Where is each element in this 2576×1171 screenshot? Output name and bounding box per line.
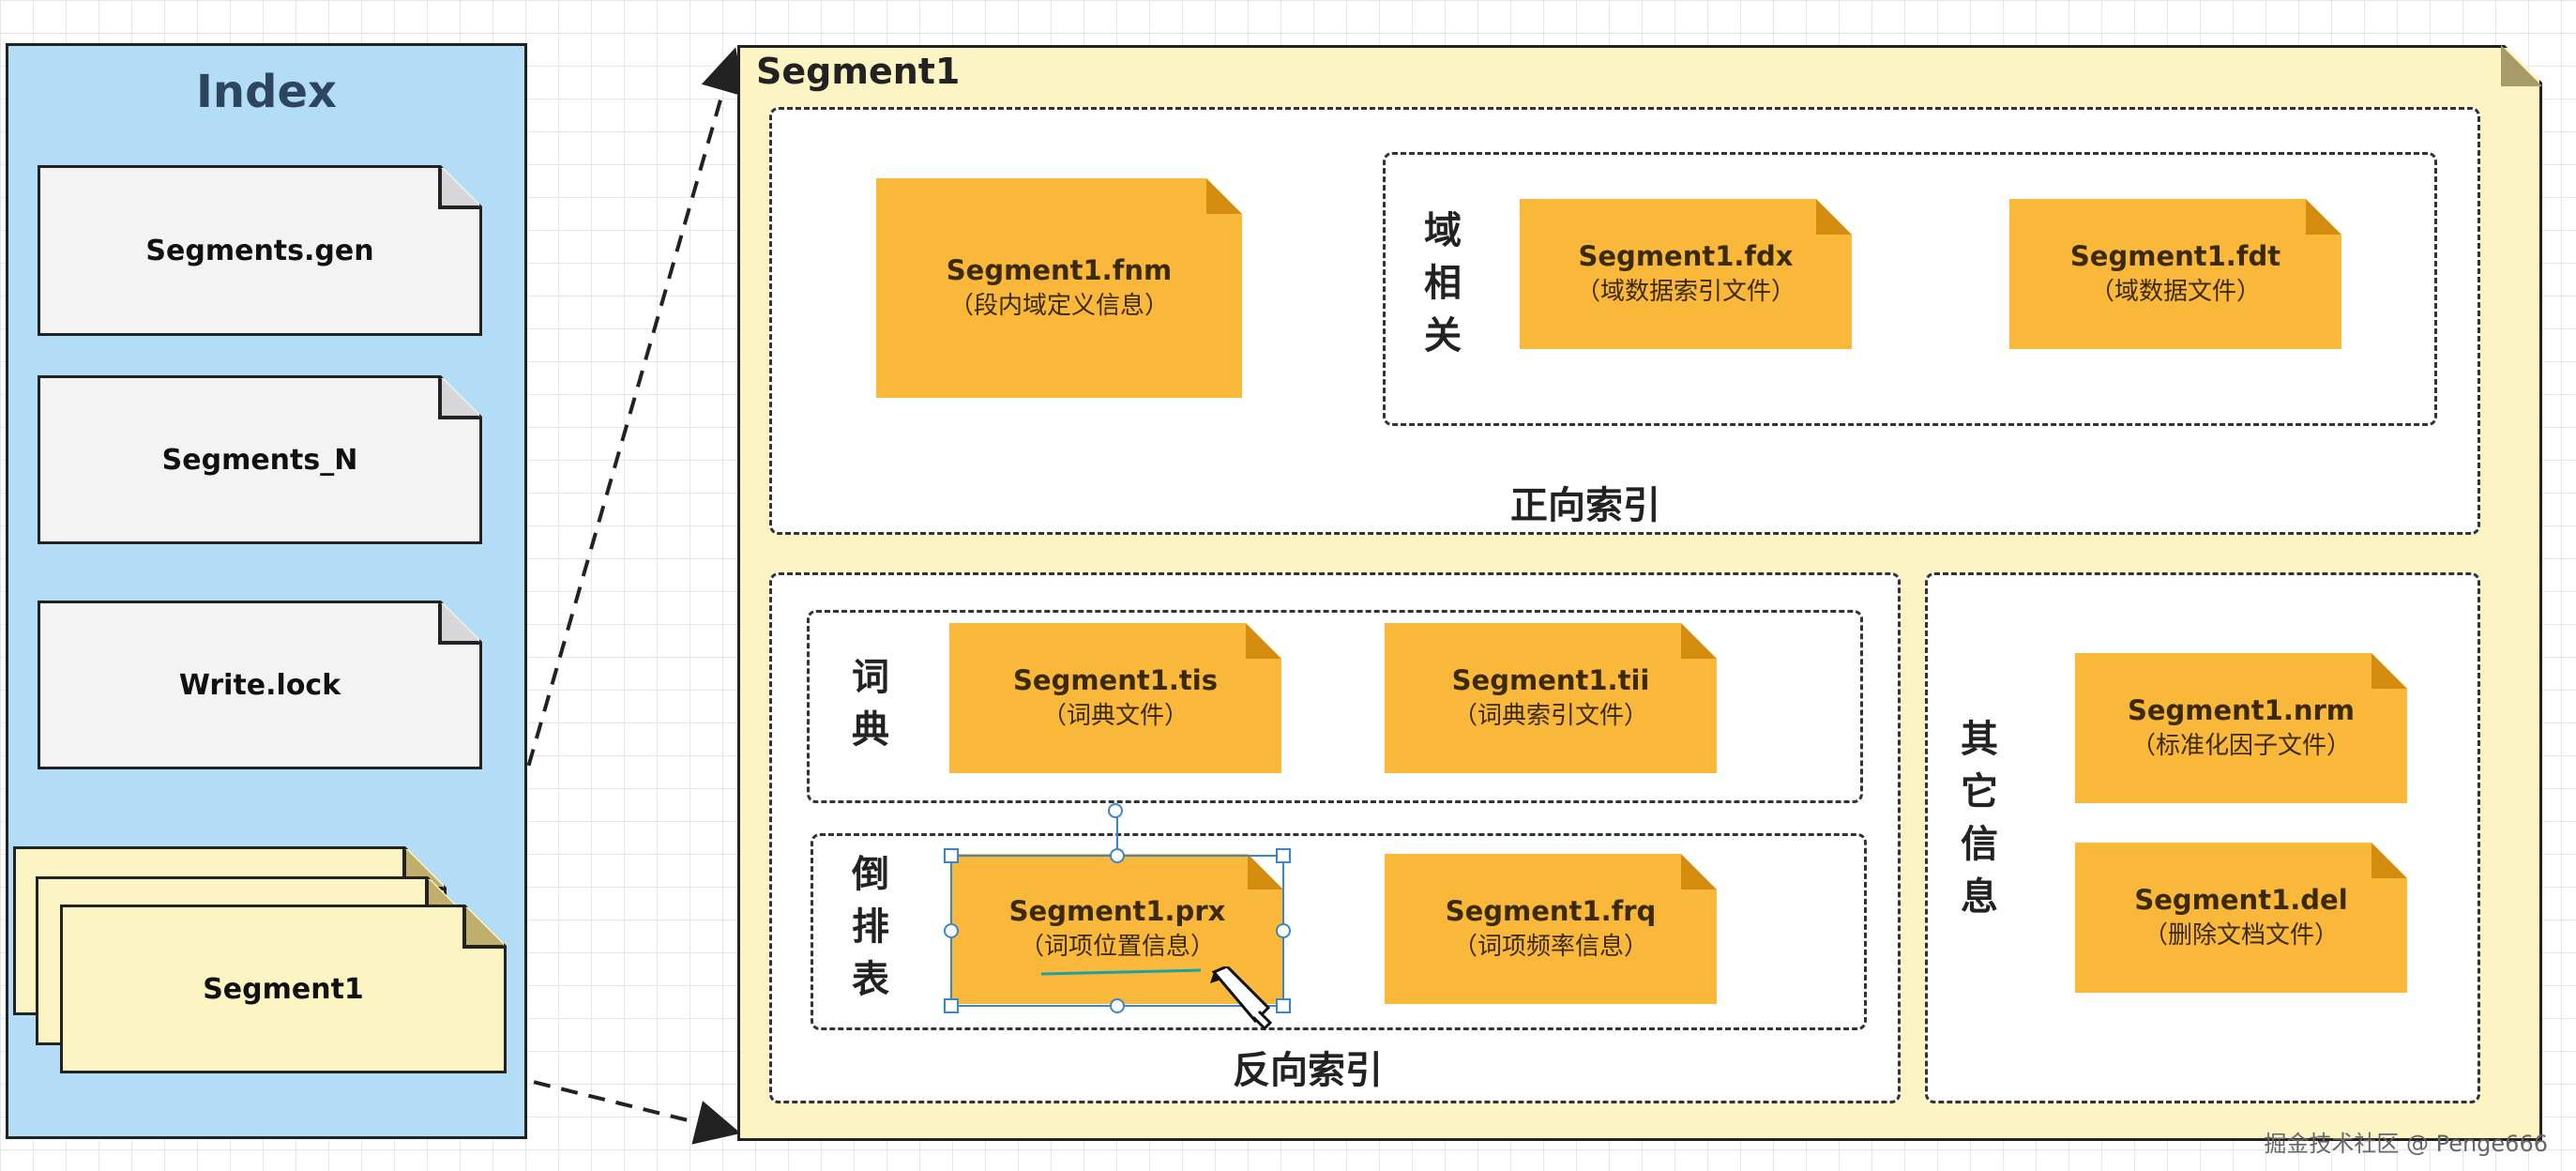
fnm-file[interactable]: Segment1.fnm （段内域定义信息）	[876, 178, 1242, 398]
forward-index-label: 正向索引	[1510, 484, 1660, 527]
nrm-file[interactable]: Segment1.nrm （标准化因子文件）	[2075, 653, 2407, 803]
dictionary-group	[807, 610, 1863, 803]
fdt-name: Segment1.fdt	[2069, 239, 2281, 272]
del-desc: （删除文档文件）	[2143, 920, 2339, 950]
fdx-name: Segment1.fdx	[1578, 239, 1794, 272]
label-char: 词	[852, 656, 889, 699]
label-char: 域	[1424, 209, 1462, 252]
connector-bottom-arrow	[506, 1073, 741, 1145]
label-char: 相	[1424, 262, 1462, 305]
segment1-detail-title: Segment1	[756, 51, 961, 92]
label-char: 典	[852, 708, 889, 752]
segments-n-file[interactable]: Segments_N	[38, 375, 482, 544]
fdx-file[interactable]: Segment1.fdx （域数据索引文件）	[1520, 199, 1852, 349]
resize-handle-ne[interactable]	[1276, 848, 1291, 863]
label-char: 关	[1424, 314, 1462, 357]
del-file[interactable]: Segment1.del （删除文档文件）	[2075, 843, 2407, 993]
tii-name: Segment1.tii	[1451, 663, 1650, 696]
label-char: 息	[1961, 875, 1998, 919]
connector-top-arrow	[488, 47, 745, 902]
label-char: 信	[1961, 823, 1998, 866]
field-related-label: 域 相 关	[1415, 205, 1471, 362]
resize-handle-e[interactable]	[1276, 923, 1291, 938]
label-char: 其	[1961, 718, 1998, 761]
tii-desc: （词典索引文件）	[1452, 701, 1648, 730]
label-char: 倒	[852, 853, 889, 896]
del-name: Segment1.del	[2134, 883, 2348, 916]
label-char: 它	[1961, 770, 1998, 814]
other-info-group	[1925, 572, 2480, 1103]
postings-label: 倒 排 表	[842, 848, 899, 1006]
write-lock-file[interactable]: Write.lock	[38, 601, 482, 769]
segments-n-label: Segments_N	[161, 443, 358, 477]
label-char: 表	[852, 958, 889, 1001]
segments-gen-label: Segments.gen	[145, 234, 374, 267]
frq-name: Segment1.frq	[1445, 894, 1657, 927]
frq-desc: （词项频率信息）	[1452, 932, 1648, 961]
fnm-name: Segment1.fnm	[946, 253, 1173, 286]
tis-name: Segment1.tis	[1013, 663, 1218, 696]
fnm-desc: （段内域定义信息）	[948, 291, 1169, 320]
label-char: 排	[852, 905, 889, 949]
resize-handle-nw[interactable]	[944, 848, 959, 863]
resize-handle-se[interactable]	[1276, 998, 1291, 1013]
postings-group	[811, 833, 1867, 1030]
fdt-file[interactable]: Segment1.fdt （域数据文件）	[2009, 199, 2341, 349]
segments-gen-file[interactable]: Segments.gen	[38, 165, 482, 336]
prx-name: Segment1.prx	[1008, 894, 1226, 927]
tis-file[interactable]: Segment1.tis （词典文件）	[949, 623, 1281, 773]
prx-desc: （词项位置信息）	[1019, 932, 1215, 961]
nrm-desc: （标准化因子文件）	[2130, 731, 2351, 760]
frq-file[interactable]: Segment1.frq （词项频率信息）	[1385, 854, 1717, 1004]
resize-handle-sw[interactable]	[944, 998, 959, 1013]
tii-file[interactable]: Segment1.tii （词典索引文件）	[1385, 623, 1717, 773]
resize-handle-n[interactable]	[1110, 848, 1125, 863]
fdx-desc: （域数据索引文件）	[1575, 277, 1796, 306]
resize-handle-s[interactable]	[1110, 998, 1125, 1013]
dictionary-label: 词 典	[842, 651, 899, 756]
nrm-name: Segment1.nrm	[2127, 693, 2356, 726]
pencil-cursor-icon	[1210, 966, 1273, 1031]
resize-handle-w[interactable]	[944, 923, 959, 938]
segment1-label: Segment1	[203, 972, 364, 1006]
tis-desc: （词典文件）	[1041, 701, 1189, 730]
write-lock-label: Write.lock	[178, 668, 341, 702]
watermark: 掘金技术社区 @ Penge666	[2264, 1131, 2548, 1157]
other-info-label: 其 它 信 息	[1951, 713, 2008, 923]
fdt-desc: （域数据文件）	[2089, 277, 2261, 306]
index-title: Index	[196, 66, 337, 118]
field-related-group	[1383, 152, 2437, 426]
segment1-file[interactable]: Segment1	[60, 905, 507, 1073]
inverted-index-label: 反向索引	[1233, 1049, 1383, 1092]
rotate-handle[interactable]	[1108, 803, 1123, 818]
